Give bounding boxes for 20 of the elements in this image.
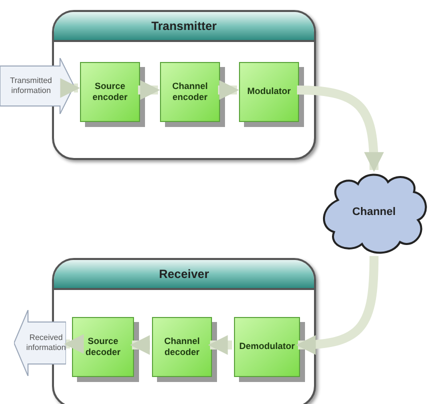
box-label: Source encoder [91,80,128,104]
flow-arrow [60,78,80,98]
flow-arrow [218,80,239,100]
flow-arrow [64,334,84,354]
flow-arrow [138,80,160,100]
group-panel [52,10,316,160]
box-label: Modulator [247,86,291,98]
arrow-label: Received information [25,333,66,353]
box-label: Channel encoder [171,80,209,104]
panel-title: Receiver [158,266,210,283]
box-label: Source decoder [84,336,122,358]
flow-arrow [130,335,150,355]
cloud-label: Channel [352,206,396,220]
flow-arrow [296,86,384,172]
panel-title: Transmitter [151,18,217,35]
box-label: Demodulator [239,341,295,353]
flow-arrow [296,256,378,354]
arrow-label: Transmitted information [9,76,53,96]
flow-arrow [208,335,232,355]
box-label: Channel decoder [163,336,201,358]
